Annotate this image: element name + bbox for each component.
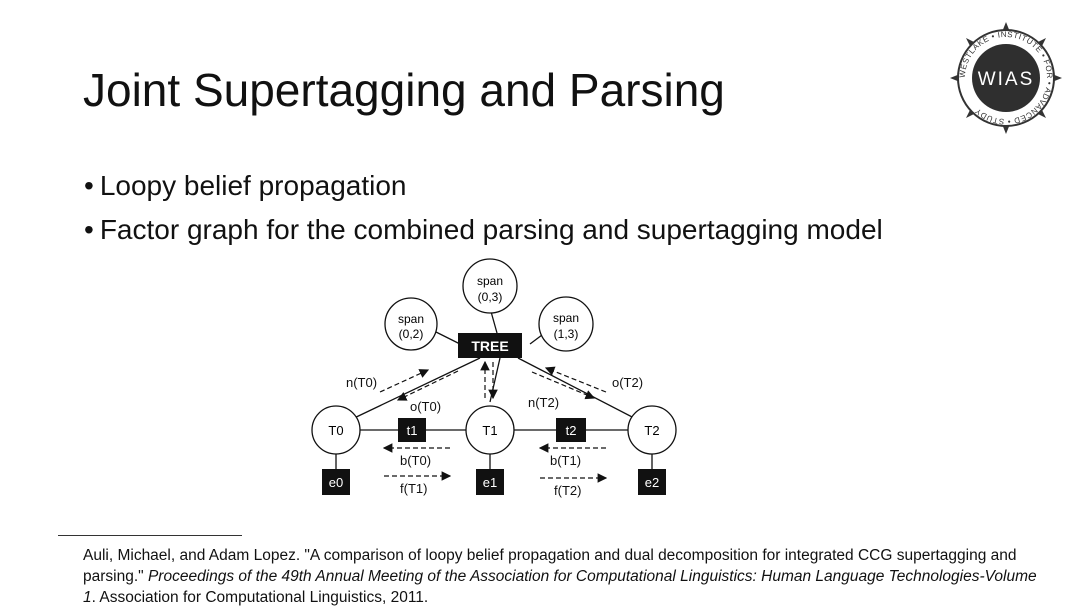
logo-center-text: WIAS	[978, 69, 1035, 90]
transition-factor: t1	[398, 418, 426, 442]
message-label: n(T2)	[528, 395, 559, 410]
span-node: span (1,3)	[538, 296, 594, 352]
variable-node: T1	[465, 405, 515, 455]
factor-graph-figure: span (0,3) span (0,2) span (1,3) TREE T0…	[311, 258, 677, 498]
message-label: f(T2)	[554, 483, 581, 498]
citation: Auli, Michael, and Adam Lopez. "A compar…	[83, 545, 1043, 608]
bullet-item: •Loopy belief propagation	[84, 170, 407, 201]
emission-factor: e0	[322, 469, 350, 495]
message-label: o(T0)	[410, 399, 441, 414]
citation-authors: Auli, Michael, and Adam Lopez. "A compar…	[83, 547, 1017, 585]
bullet-item: •Factor graph for the combined parsing a…	[84, 214, 883, 245]
variable-node: T0	[311, 405, 361, 455]
citation-publisher: . Association for Computational Linguist…	[91, 589, 429, 606]
svg-text:e2: e2	[645, 475, 659, 490]
svg-text:span: span	[398, 312, 424, 326]
emission-factor: e2	[638, 469, 666, 495]
svg-text:span: span	[477, 274, 503, 288]
tree-factor: TREE	[458, 333, 522, 358]
span-node: span (0,2)	[384, 297, 438, 351]
svg-text:t1: t1	[407, 423, 418, 438]
bullet-text: Factor graph for the combined parsing an…	[99, 214, 883, 245]
svg-text:T1: T1	[482, 423, 497, 438]
variable-node: T2	[627, 405, 677, 455]
svg-text:(1,3): (1,3)	[554, 327, 579, 341]
bullet-list: •Loopy belief propagation •Factor graph …	[84, 164, 883, 252]
span-node: span (0,3)	[462, 258, 518, 314]
transition-factor: t2	[556, 418, 586, 442]
message-labels: n(T0) o(T0) o(T2) n(T2) b(T0) f(T1) b(T1…	[346, 375, 643, 498]
svg-text:span: span	[553, 311, 579, 325]
svg-text:e1: e1	[483, 475, 497, 490]
bullet-text: Loopy belief propagation	[99, 170, 407, 201]
svg-text:t2: t2	[566, 423, 577, 438]
citation-venue: Proceedings of the 49th Annual Meeting o…	[83, 568, 1037, 606]
message-label: n(T0)	[346, 375, 377, 390]
message-label: o(T2)	[612, 375, 643, 390]
footnote-rule	[58, 535, 242, 536]
svg-text:(0,2): (0,2)	[399, 327, 424, 341]
slide-title: Joint Supertagging and Parsing	[83, 64, 725, 116]
wias-logo: WESTLAKE • INSTITUTE • FOR • ADVANCED • …	[950, 22, 1062, 134]
svg-text:e0: e0	[329, 475, 343, 490]
message-label: b(T0)	[400, 453, 431, 468]
svg-text:T2: T2	[644, 423, 659, 438]
svg-text:(0,3): (0,3)	[478, 290, 503, 304]
message-label: b(T1)	[550, 453, 581, 468]
svg-text:TREE: TREE	[471, 338, 508, 354]
svg-text:T0: T0	[328, 423, 343, 438]
message-arrows	[379, 360, 608, 483]
message-label: f(T1)	[400, 481, 427, 496]
graph-edges	[335, 307, 653, 469]
emission-factor: e1	[476, 469, 504, 495]
